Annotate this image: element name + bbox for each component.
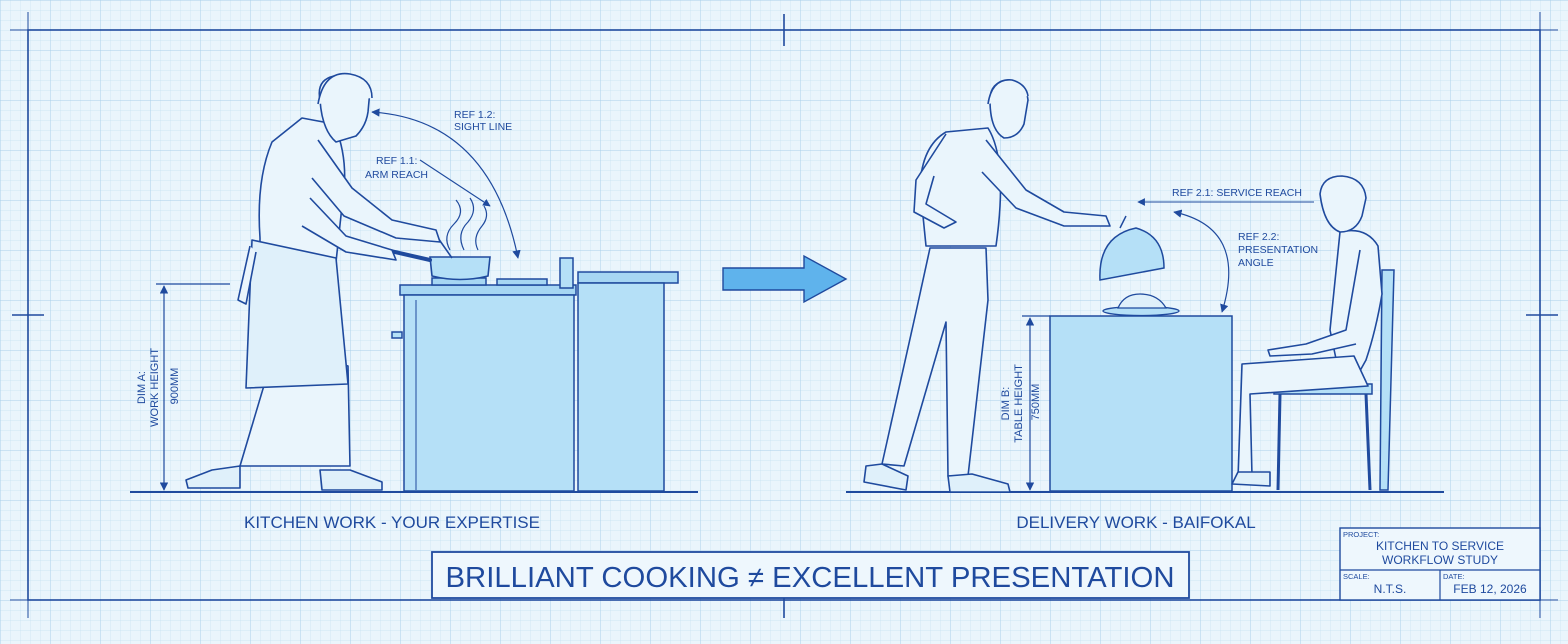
seated-customer-figure — [1231, 175, 1383, 487]
plate-with-food — [1102, 293, 1180, 317]
scale-value: N.T.S. — [1374, 582, 1407, 596]
scale-label: SCALE: — [1343, 572, 1370, 581]
caption-kitchen-work: KITCHEN WORK - YOUR EXPERTISE — [244, 513, 540, 532]
ref-1-1-label: REF 1.1: ARM REACH — [365, 155, 428, 181]
kitchen-counter — [391, 257, 679, 492]
date-value: FEB 12, 2026 — [1453, 582, 1527, 596]
arm-reach-leader — [419, 159, 491, 207]
presentation-angle-arc — [1173, 209, 1230, 313]
dim-b-dimension-line — [1022, 315, 1050, 491]
dim-b-label: DIM B: TABLE HEIGHT 750MM — [1000, 361, 1042, 443]
project-line-2: WORKFLOW STUDY — [1382, 553, 1498, 567]
dim-a-label: DIM A: WORK HEIGHT 900MM — [136, 345, 181, 427]
caption-delivery-work: DELIVERY WORK - BAIFOKAL — [1016, 513, 1255, 532]
headline-box — [431, 551, 1190, 599]
workflow-arrow-icon — [722, 254, 848, 304]
date-label: DATE: — [1443, 572, 1465, 581]
serving-cloche — [1099, 215, 1165, 281]
headline-title: BRILLIANT COOKING ≠ EXCELLENT PRESENTATI… — [446, 562, 1175, 594]
sight-line-arc — [371, 108, 521, 259]
title-block: PROJECT: KITCHEN TO SERVICE WORKFLOW STU… — [1339, 527, 1541, 601]
waiter-figure — [863, 79, 1111, 493]
ref-1-2-label: REF 1.2: SIGHT LINE — [454, 109, 512, 133]
dim-a-dimension-line — [156, 283, 230, 493]
ref-2-2-label: REF 2.2: PRESENTATION ANGLE — [1238, 231, 1321, 269]
project-label: PROJECT: — [1343, 530, 1379, 539]
dining-table — [1049, 315, 1233, 492]
project-line-1: KITCHEN TO SERVICE — [1376, 539, 1504, 553]
sheet-border — [10, 12, 1558, 618]
ref-2-1-label: REF 2.1: SERVICE REACH — [1172, 187, 1302, 199]
